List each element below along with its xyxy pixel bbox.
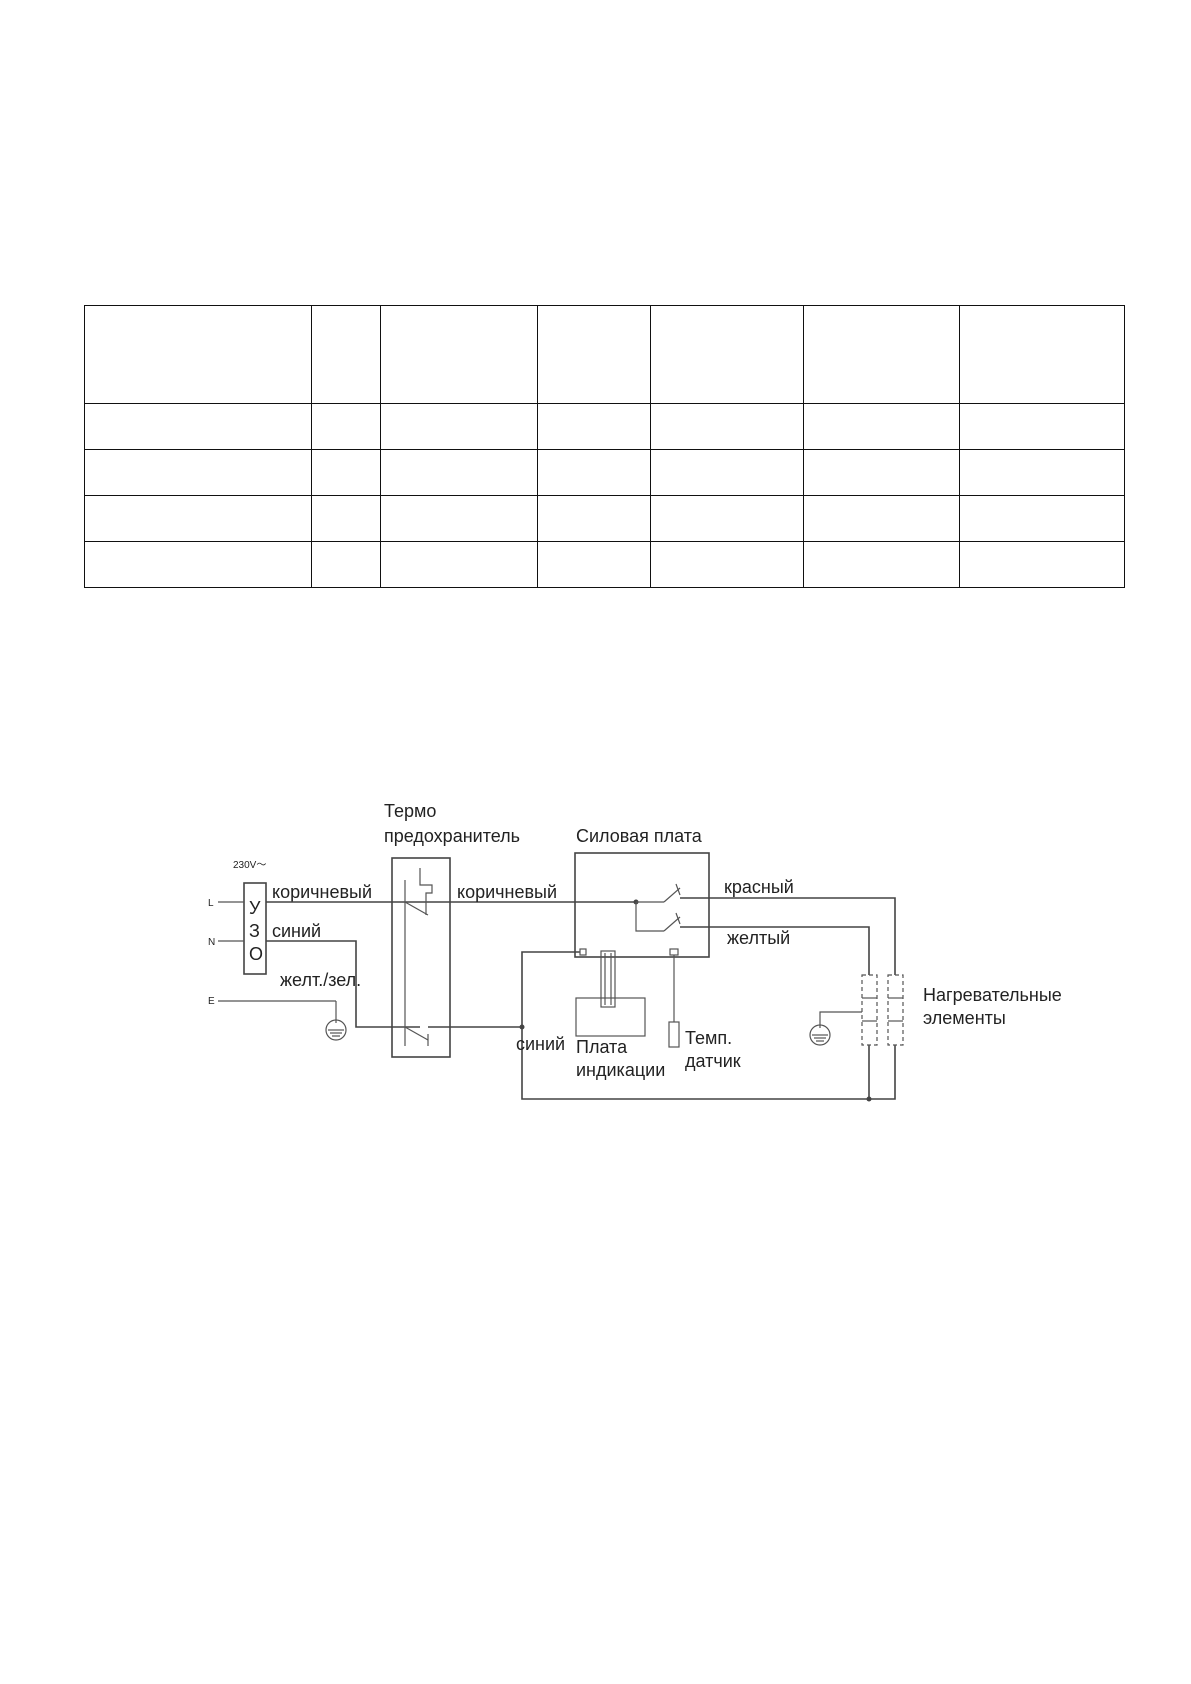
wire-label-yellow-green: желт./зел.: [280, 970, 361, 990]
table-cell: [959, 541, 1125, 588]
table-cell: [803, 449, 960, 496]
table-cell: [650, 305, 804, 404]
table-cell: [650, 495, 804, 542]
table-cell: [311, 541, 381, 588]
table-cell: [803, 403, 960, 450]
terminal-l-label: L: [208, 898, 214, 909]
junction-heater: [866, 1096, 872, 1102]
table-cell: [959, 449, 1125, 496]
temp-sensor-label-2: датчик: [685, 1051, 741, 1071]
wire-label-blue-left: синий: [272, 921, 321, 941]
wire-blue-left: [266, 940, 420, 1028]
wire-label-blue-bottom: синий: [516, 1034, 565, 1054]
table-cell: [84, 449, 312, 496]
thermal-fuse-box: [391, 857, 451, 1058]
table-cell: [537, 305, 651, 404]
relay-switch-1: [663, 887, 681, 903]
display-board-box: [575, 997, 646, 1037]
wiring-diagram: 230V～ L N E У З О коричневый синий желт.…: [208, 801, 1062, 1102]
table-cell: [803, 541, 960, 588]
terminal-n-label: N: [208, 937, 215, 948]
wire-label-brown-left: коричневый: [272, 882, 372, 902]
wire-label-brown-right: коричневый: [457, 882, 557, 902]
display-board-label-2: индикации: [576, 1060, 665, 1080]
table-cell: [84, 495, 312, 542]
table-cell: [380, 403, 538, 450]
rcd-letter-u: У: [249, 898, 261, 918]
rcd-letter-z: З: [249, 921, 260, 941]
temp-sensor-body: [668, 1021, 680, 1048]
table-cell: [311, 403, 381, 450]
power-board-box: [574, 852, 710, 958]
terminal-e-label: E: [208, 996, 215, 1007]
display-ribbon-cable: [600, 950, 616, 1008]
thermal-fuse-hook: [419, 868, 433, 915]
table-cell: [380, 449, 538, 496]
table-cell: [803, 495, 960, 542]
table-cell: [84, 305, 312, 404]
table-cell: [537, 449, 651, 496]
table-cell: [959, 403, 1125, 450]
relay-contact-2: [675, 912, 681, 925]
wire-red: [680, 897, 896, 975]
table-cell: [537, 541, 651, 588]
table-cell: [959, 495, 1125, 542]
supply-voltage-label: 230V～: [233, 860, 266, 871]
heaters-label-2: элементы: [923, 1008, 1006, 1028]
rcd-letter-o: О: [249, 944, 263, 964]
temp-sensor-label-1: Темп.: [685, 1028, 732, 1048]
table-cell: [311, 495, 381, 542]
table-cell: [537, 495, 651, 542]
wire-yellow: [680, 926, 870, 975]
table-cell: [380, 305, 538, 404]
relay-switch-2: [663, 916, 681, 932]
heaters-label-1: Нагревательные: [923, 985, 1062, 1005]
earth-icon-right: [809, 1024, 831, 1046]
table-cell: [380, 495, 538, 542]
table-cell: [311, 305, 381, 404]
table-cell: [803, 305, 960, 404]
thermal-fuse-contact-top: [404, 901, 429, 916]
power-board-connector-right: [669, 948, 679, 956]
earth-lead-right: [819, 1011, 862, 1028]
table-cell: [84, 403, 312, 450]
heater-element-right: [887, 974, 904, 1046]
table-cell: [380, 541, 538, 588]
table-header-row: [84, 305, 1125, 404]
wire-label-yellow: желтый: [727, 928, 790, 948]
wire-blue-loop: [521, 951, 896, 1100]
thermal-fuse-contact-bottom: [404, 1026, 429, 1041]
table-row: [84, 495, 1125, 542]
heater-element-left: [861, 974, 878, 1046]
relay-contact-1: [675, 883, 681, 896]
thermal-fuse-label-1: Термо: [384, 801, 436, 821]
table-row: [84, 541, 1125, 588]
table-cell: [84, 541, 312, 588]
table-cell: [959, 305, 1125, 404]
table-cell: [650, 403, 804, 450]
relay-line-2: [635, 902, 664, 932]
display-board-label-1: Плата: [576, 1037, 628, 1057]
power-board-label: Силовая плата: [576, 826, 703, 846]
earth-icon-left: [325, 1019, 347, 1041]
spec-table: [84, 305, 1125, 588]
table-row: [84, 403, 1125, 450]
table-cell: [311, 449, 381, 496]
wire-label-red: красный: [724, 877, 794, 897]
power-board-connector-left: [579, 948, 587, 956]
thermal-fuse-label-2: предохранитель: [384, 826, 520, 846]
table-row: [84, 449, 1125, 496]
table-cell: [537, 403, 651, 450]
rcd-box: [243, 882, 267, 975]
table-cell: [650, 449, 804, 496]
table-cell: [650, 541, 804, 588]
